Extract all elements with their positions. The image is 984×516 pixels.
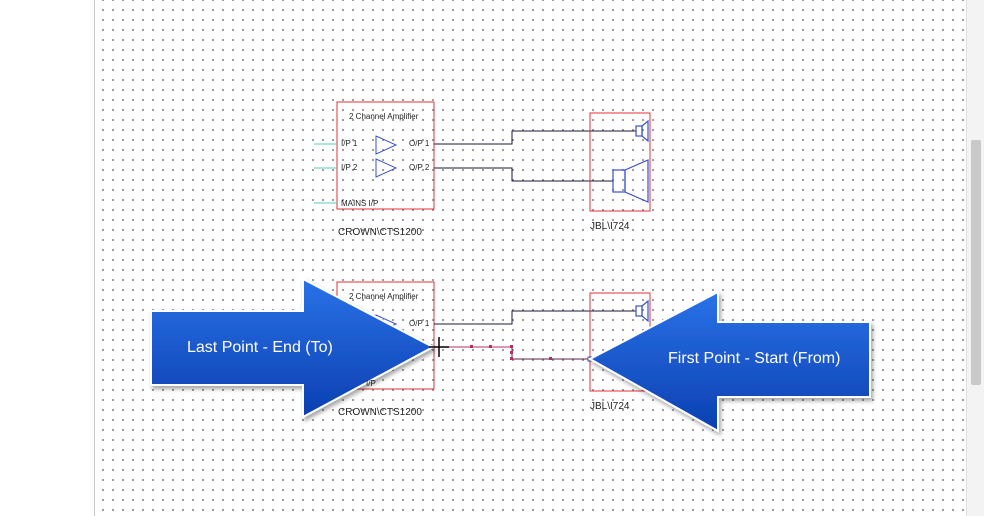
crosshair-cursor-icon bbox=[429, 337, 449, 357]
schematic-canvas[interactable] bbox=[95, 0, 965, 516]
amp-top-input-2: I/P 2 bbox=[341, 163, 358, 172]
amp-top-mains: MAINS I/P bbox=[341, 199, 379, 208]
speaker-top-outline[interactable] bbox=[589, 112, 651, 212]
speaker-top-model: JBL\I724 bbox=[590, 221, 630, 232]
amplifier-top-triangles bbox=[375, 135, 398, 178]
wire-bottom-op1[interactable] bbox=[434, 310, 636, 325]
amp-bottom-model: CROWN\CTS1200 bbox=[338, 407, 422, 418]
last-point-callout-text: Last Point - End (To) bbox=[187, 339, 333, 356]
amp-top-title: 2 Channel Amplifier bbox=[349, 112, 419, 121]
amplifier-top-outline[interactable] bbox=[336, 101, 435, 210]
amplifier-top-input-wires[interactable] bbox=[314, 143, 337, 204]
last-point-arrow bbox=[150, 277, 436, 419]
amp-bottom-mains-partial: I/P bbox=[366, 379, 376, 388]
amp-top-output-2: O/P 2 bbox=[409, 163, 430, 172]
wire-top-op2[interactable] bbox=[434, 167, 613, 182]
scrollbar-thumb[interactable] bbox=[971, 140, 981, 385]
wire-waypoint-markers bbox=[470, 345, 552, 360]
first-point-callout-text: First Point - Start (From) bbox=[668, 350, 841, 367]
amp-bottom-output-1: O/P 1 bbox=[409, 319, 430, 328]
tweeter-bottom-icon bbox=[635, 299, 649, 323]
amp-top-output-1: O/P 1 bbox=[409, 139, 430, 148]
left-margin bbox=[0, 0, 95, 516]
speaker-bottom-model: JBL\I724 bbox=[590, 401, 630, 412]
tweeter-top-icon bbox=[635, 119, 649, 143]
first-point-arrow bbox=[587, 290, 871, 433]
amp-bottom-title: 2 Channel Amplifier bbox=[349, 292, 419, 301]
wire-top-op1[interactable] bbox=[434, 130, 636, 145]
amp-top-model: CROWN\CTS1200 bbox=[338, 227, 422, 238]
amp-top-input-1: I/P 1 bbox=[341, 139, 358, 148]
vertical-scrollbar[interactable] bbox=[966, 0, 984, 516]
woofer-top-icon bbox=[612, 159, 649, 203]
